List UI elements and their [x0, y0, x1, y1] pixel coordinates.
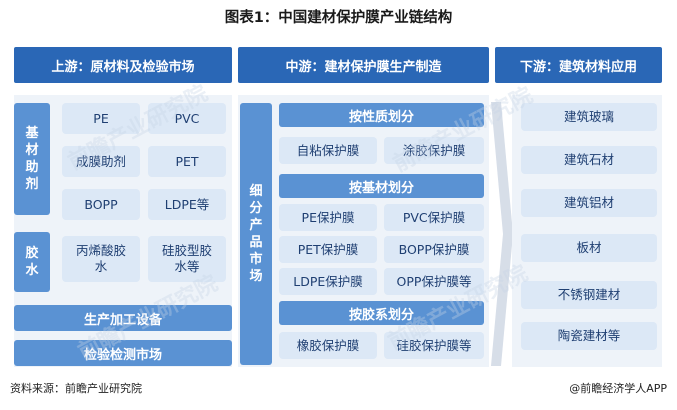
mid-item-self-adhesive: 自粘保护膜	[279, 137, 377, 164]
flow-arrow-icon	[491, 102, 513, 366]
mid-item-opp-film: OPP保护膜等	[384, 268, 484, 295]
mid-item-pet-film: PET保护膜	[279, 236, 377, 263]
upstream-item-pe: PE	[62, 103, 140, 134]
glue-label: 胶水	[14, 232, 50, 292]
upstream-item-pet: PET	[148, 146, 226, 177]
mid-item-pe-film: PE保护膜	[279, 204, 377, 231]
downstream-header: 下游：建筑材料应用	[495, 47, 662, 83]
downstream-item-glass: 建筑玻璃	[521, 103, 657, 131]
downstream-item-stainless: 不锈钢建材	[521, 281, 657, 309]
base-materials-label: 基材助剂	[14, 103, 50, 215]
upstream-item-bopp: BOPP	[62, 189, 140, 220]
brand-credit: @前瞻经济学人APP	[569, 382, 667, 395]
group-title-substrate: 按基材划分	[279, 174, 484, 198]
downstream-item-aluminum: 建筑铝材	[521, 189, 657, 217]
upstream-item-silicone-glue: 硅胶型胶水等	[148, 236, 226, 282]
upstream-item-pvc: PVC	[148, 103, 226, 134]
downstream-item-ceramic: 陶瓷建材等	[521, 322, 657, 350]
upstream-item-ldpe: LDPE等	[148, 189, 226, 220]
midstream-header: 中游：建材保护膜生产制造	[238, 47, 489, 83]
mid-item-ldpe-film: LDPE保护膜	[279, 268, 377, 295]
mid-item-rubber-film: 橡胶保护膜	[279, 332, 377, 359]
upstream-header: 上游：原材料及检验市场	[14, 47, 232, 83]
mid-item-coated: 涂胶保护膜	[384, 137, 484, 164]
inspection-bar: 检验检测市场	[14, 340, 232, 366]
source-note: 资料来源：前瞻产业研究院	[10, 382, 142, 395]
downstream-item-board: 板材	[521, 234, 657, 262]
mid-item-pvc-film: PVC保护膜	[384, 204, 484, 231]
group-title-nature: 按性质划分	[279, 103, 484, 127]
group-title-adhesive: 按胶系划分	[279, 301, 484, 325]
chart-title: 图表1：中国建材保护膜产业链结构	[224, 10, 453, 26]
mid-item-bopp-film: BOPP保护膜	[384, 236, 484, 263]
downstream-item-stone: 建筑石材	[521, 146, 657, 174]
equipment-bar: 生产加工设备	[14, 305, 232, 331]
upstream-item-acrylic-glue: 丙烯酸胶水	[62, 236, 140, 282]
upstream-item-film-additive: 成膜助剂	[62, 146, 140, 177]
segment-market-label: 细分产品市场	[240, 103, 272, 365]
downstream-panel	[512, 95, 662, 367]
mid-item-silicone-film: 硅胶保护膜等	[384, 332, 484, 359]
